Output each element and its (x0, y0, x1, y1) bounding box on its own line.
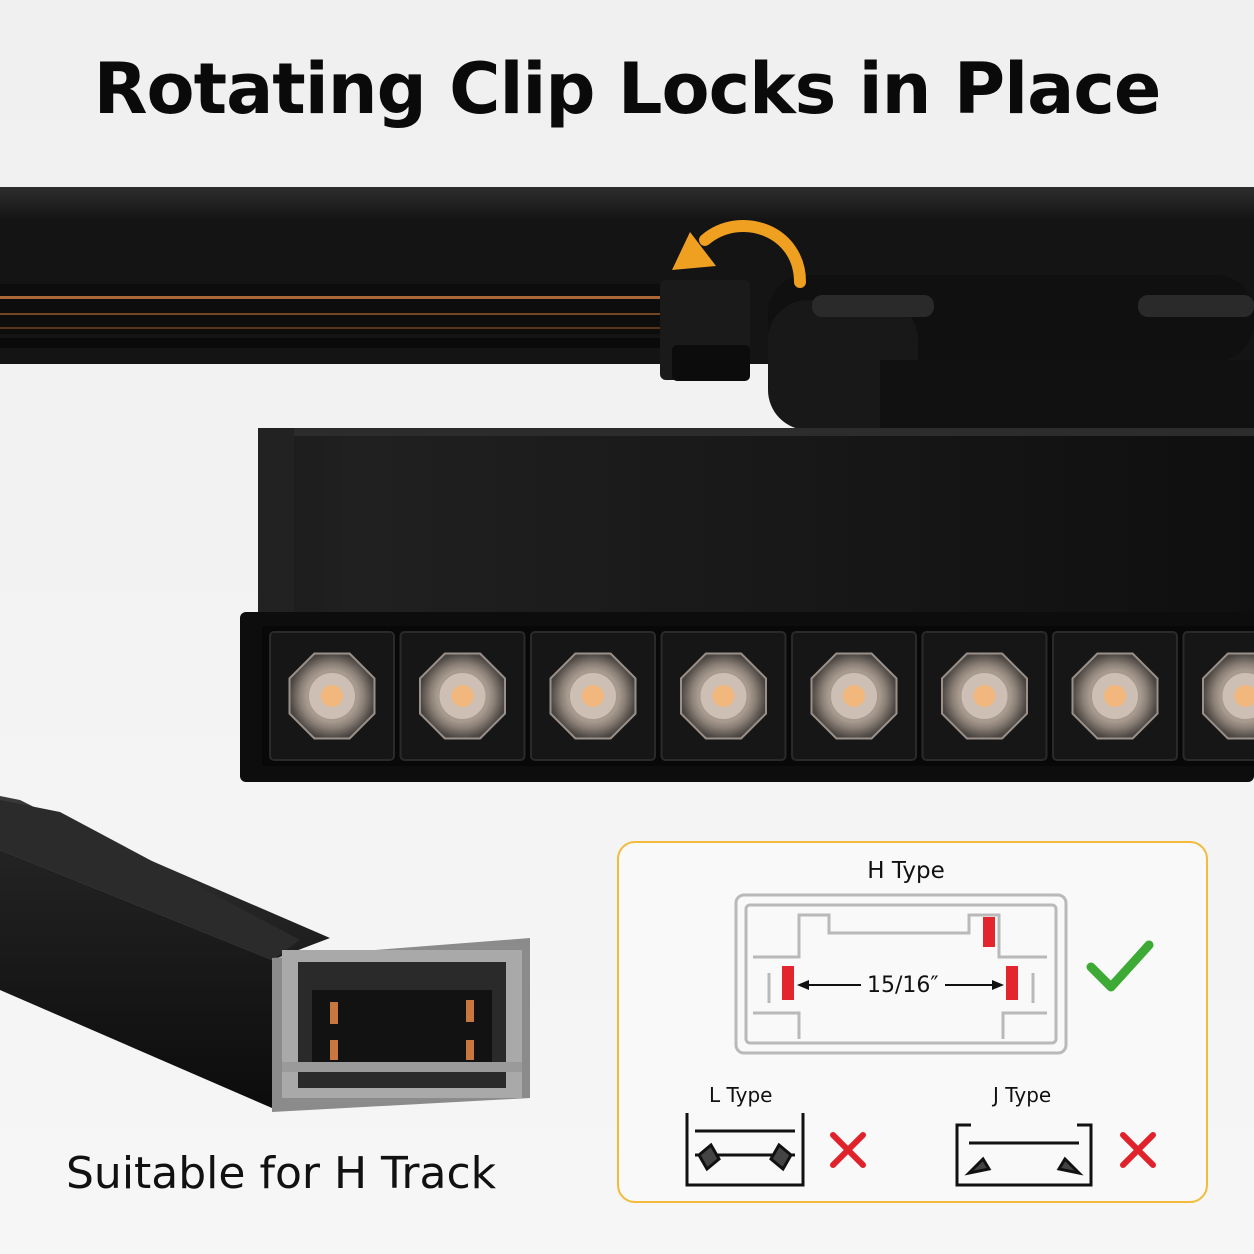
l-type-label: L Type (709, 1083, 773, 1107)
h-type-label: H Type (867, 858, 945, 884)
led-lens-module (269, 631, 395, 761)
led-lens-row (269, 631, 1254, 761)
headline: Rotating Clip Locks in Place (93, 48, 1162, 130)
product-caption: Suitable for H Track (66, 1148, 497, 1199)
h-track-extrusion (0, 796, 530, 1112)
track-profile-cutout (282, 950, 522, 1098)
check-icon (1086, 940, 1154, 992)
led-lens-module (660, 631, 787, 761)
rotating-clip (660, 280, 750, 381)
rotate-arrow-icon (672, 219, 806, 288)
cross-icon (830, 1132, 866, 1168)
l-type-profile-diagram (685, 1113, 805, 1187)
copper-conductor (466, 1000, 474, 1022)
copper-conductor (0, 327, 680, 329)
led-lens-module (791, 631, 917, 761)
led-lens-module (921, 631, 1048, 761)
h-type-contact-marker (782, 966, 794, 1000)
copper-conductor (330, 1002, 338, 1024)
h-type-contact-marker (1006, 966, 1018, 1000)
h-type-contact-marker (983, 917, 995, 947)
led-lens-module (399, 631, 526, 761)
cross-icon (1120, 1132, 1156, 1168)
track-adapter (768, 275, 1254, 435)
copper-conductor (0, 313, 680, 315)
dimension-arrow (797, 980, 1004, 990)
h-type-profile-diagram (734, 893, 1068, 1055)
j-type-label: J Type (993, 1083, 1052, 1107)
h-type-dimension-label: 15/16″ (867, 973, 939, 998)
copper-conductor (330, 1040, 338, 1060)
led-lens-module (530, 631, 656, 761)
j-type-profile-diagram (955, 1123, 1093, 1187)
led-lens-module (1052, 631, 1178, 761)
track-compatibility-panel: H Type 15/16″ L Type J Type (617, 841, 1208, 1203)
led-lens-module (1182, 631, 1254, 761)
copper-conductor (0, 296, 680, 299)
copper-conductor (466, 1040, 474, 1060)
